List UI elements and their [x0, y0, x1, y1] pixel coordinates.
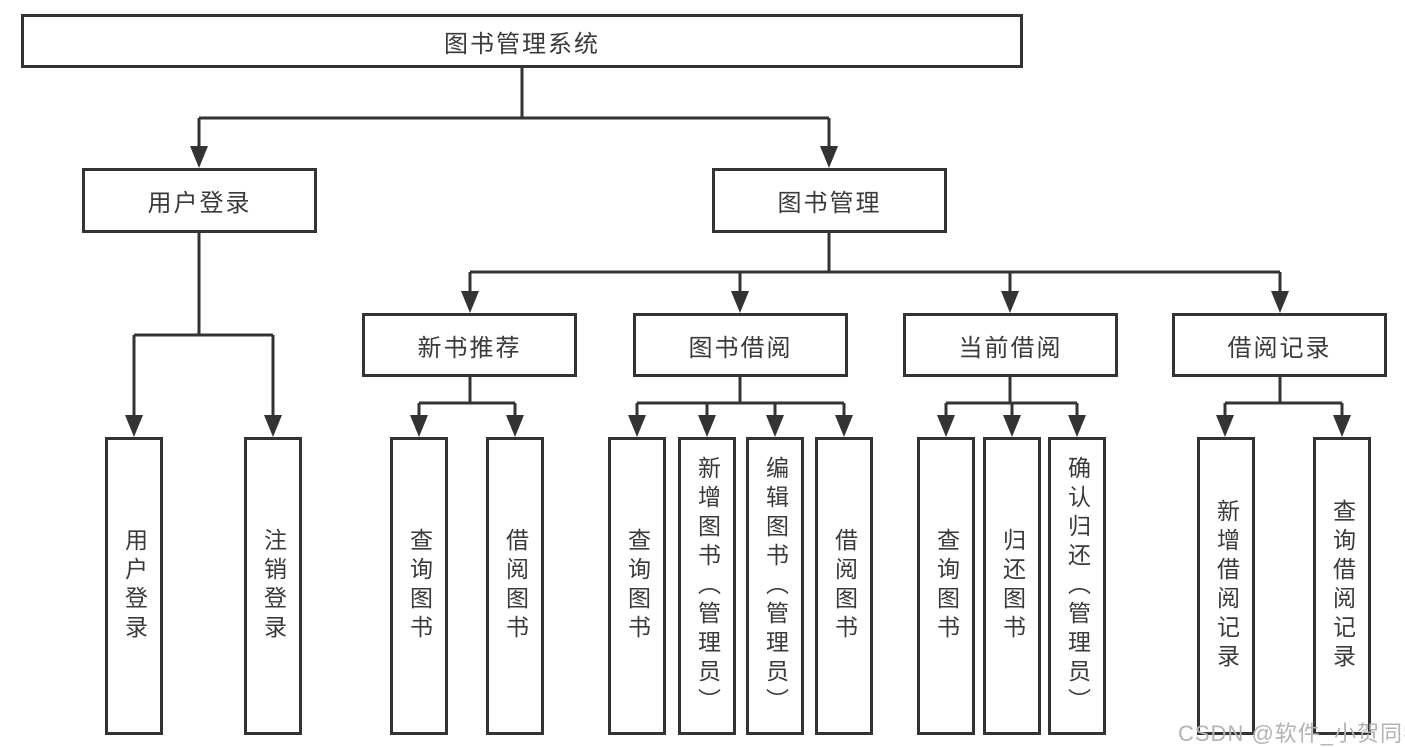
connector-borrow-record-children — [1223, 377, 1344, 415]
leaf-confirm-return-admin: 确认归还（管理员） — [1048, 437, 1106, 735]
leaf-logout: 注销登录 — [244, 437, 302, 735]
leaf-recommend-query-book-label: 查询图书 — [406, 528, 433, 644]
leaf-user-login: 用户登录 — [105, 437, 163, 735]
leaf-user-login-label: 用户登录 — [121, 528, 148, 644]
node-borrow-record-label: 借阅记录 — [1227, 334, 1332, 362]
node-current-borrow: 当前借阅 — [903, 313, 1118, 377]
csdn-watermark: CSDN @软件_小贺同学 — [1178, 721, 1405, 746]
leaf-recommend-borrow-book-label: 借阅图书 — [502, 528, 529, 644]
leaf-edit-book-admin-label: 编辑图书（管理员） — [762, 455, 789, 717]
leaf-current-query-book: 查询图书 — [917, 437, 975, 735]
leaf-query-borrow-record-label: 查询借阅记录 — [1329, 499, 1356, 673]
node-book-borrow-label: 图书借阅 — [688, 334, 793, 362]
node-book-management-label: 图书管理 — [777, 190, 882, 217]
node-new-book-recommend-label: 新书推荐 — [417, 334, 522, 362]
node-borrow-record: 借阅记录 — [1172, 313, 1387, 377]
leaf-edit-book-admin: 编辑图书（管理员） — [746, 437, 804, 735]
leaf-add-borrow-record-label: 新增借阅记录 — [1213, 499, 1240, 673]
node-user-login-label: 用户登录 — [147, 190, 252, 217]
leaf-logout-label: 注销登录 — [260, 528, 287, 644]
node-book-borrow: 图书借阅 — [633, 313, 848, 377]
connector-current-borrow-children — [944, 377, 1079, 415]
leaf-recommend-query-book: 查询图书 — [390, 437, 448, 735]
leaf-confirm-return-admin-label: 确认归还（管理员） — [1064, 455, 1091, 717]
leaf-add-borrow-record: 新增借阅记录 — [1197, 437, 1255, 735]
arrowheads — [125, 146, 1351, 437]
leaf-return-book-label: 归还图书 — [999, 528, 1026, 644]
connector-book-borrow-children — [635, 377, 846, 415]
leaf-add-book-admin-label: 新增图书（管理员） — [694, 455, 721, 717]
leaf-query-borrow-record: 查询借阅记录 — [1313, 437, 1371, 735]
node-current-borrow-label: 当前借阅 — [958, 334, 1063, 362]
node-book-management: 图书管理 — [712, 168, 947, 233]
leaf-add-book-admin: 新增图书（管理员） — [678, 437, 736, 735]
leaf-return-book: 归还图书 — [983, 437, 1041, 735]
node-user-login: 用户登录 — [82, 168, 317, 233]
connector-book-mgmt-children — [468, 233, 1282, 291]
connector-root-to-level2 — [197, 68, 831, 146]
node-root-label: 图书管理系统 — [444, 30, 600, 58]
connector-new-book-children — [417, 377, 517, 415]
leaf-current-query-book-label: 查询图书 — [933, 528, 960, 644]
leaf-borrow-book-label: 借阅图书 — [831, 528, 858, 644]
connector-user-login-children — [132, 233, 275, 415]
leaf-recommend-borrow-book: 借阅图书 — [486, 437, 544, 735]
node-root: 图书管理系统 — [21, 14, 1023, 68]
leaf-borrow-query-book: 查询图书 — [608, 437, 666, 735]
leaf-borrow-query-book-label: 查询图书 — [624, 528, 651, 644]
node-new-book-recommend: 新书推荐 — [362, 313, 577, 377]
leaf-borrow-book: 借阅图书 — [815, 437, 873, 735]
